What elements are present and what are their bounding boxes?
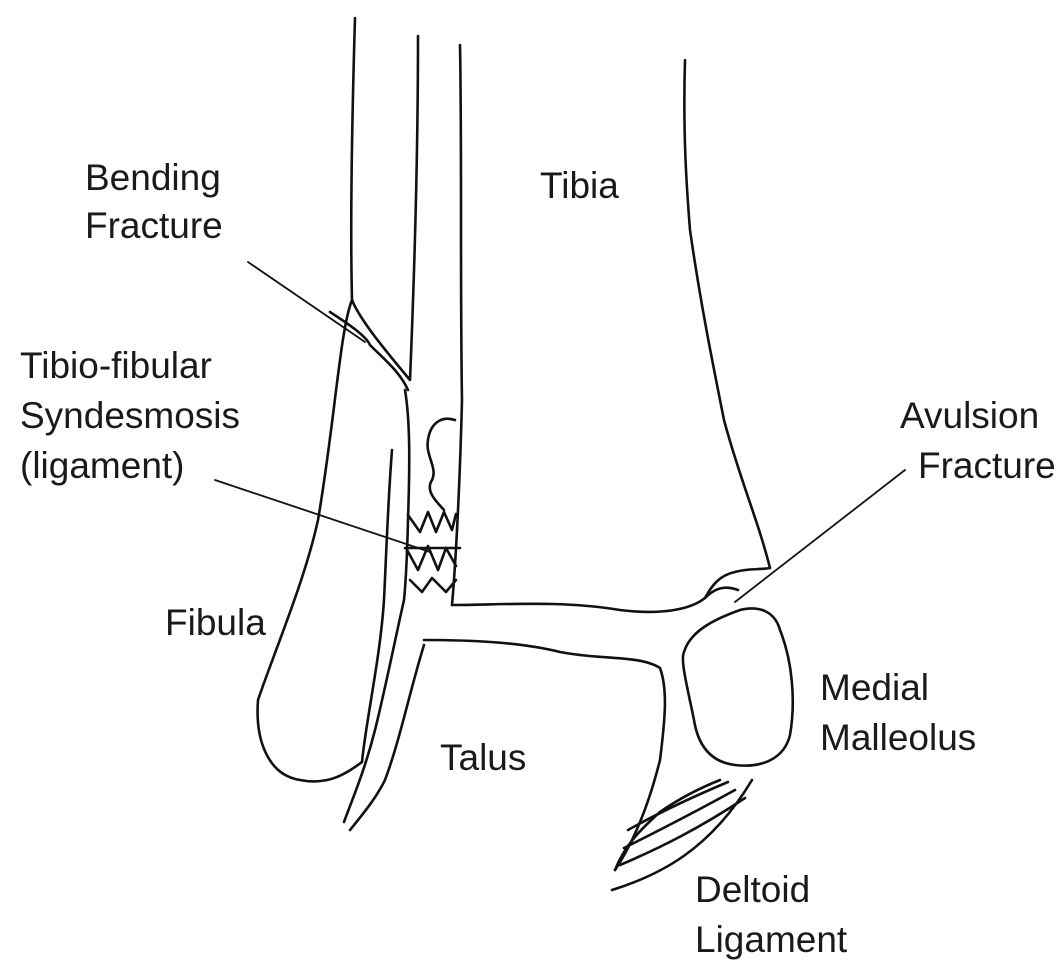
label-avulsion-fracture: Avulsion Fracture xyxy=(900,395,1056,486)
label-medial-malleolus: Medial Malleolus xyxy=(820,667,976,758)
leader-bending-fracture xyxy=(248,262,365,342)
talus-outline xyxy=(344,600,665,870)
label-syndesmosis: Tibio-fibular Syndesmosis (ligament) xyxy=(20,345,250,486)
medial-malleolus-outline xyxy=(683,608,793,765)
label-talus: Talus xyxy=(440,737,526,778)
tibia-outline xyxy=(452,45,770,612)
syndesmosis-ligament xyxy=(404,390,460,600)
label-bending-fracture: Bending Fracture xyxy=(85,157,231,246)
label-fibula: Fibula xyxy=(165,602,266,643)
leader-lines xyxy=(215,262,905,602)
label-deltoid-ligament: Deltoid Ligament xyxy=(695,869,848,960)
fibula-outline xyxy=(258,18,418,781)
label-tibia: Tibia xyxy=(540,165,619,206)
